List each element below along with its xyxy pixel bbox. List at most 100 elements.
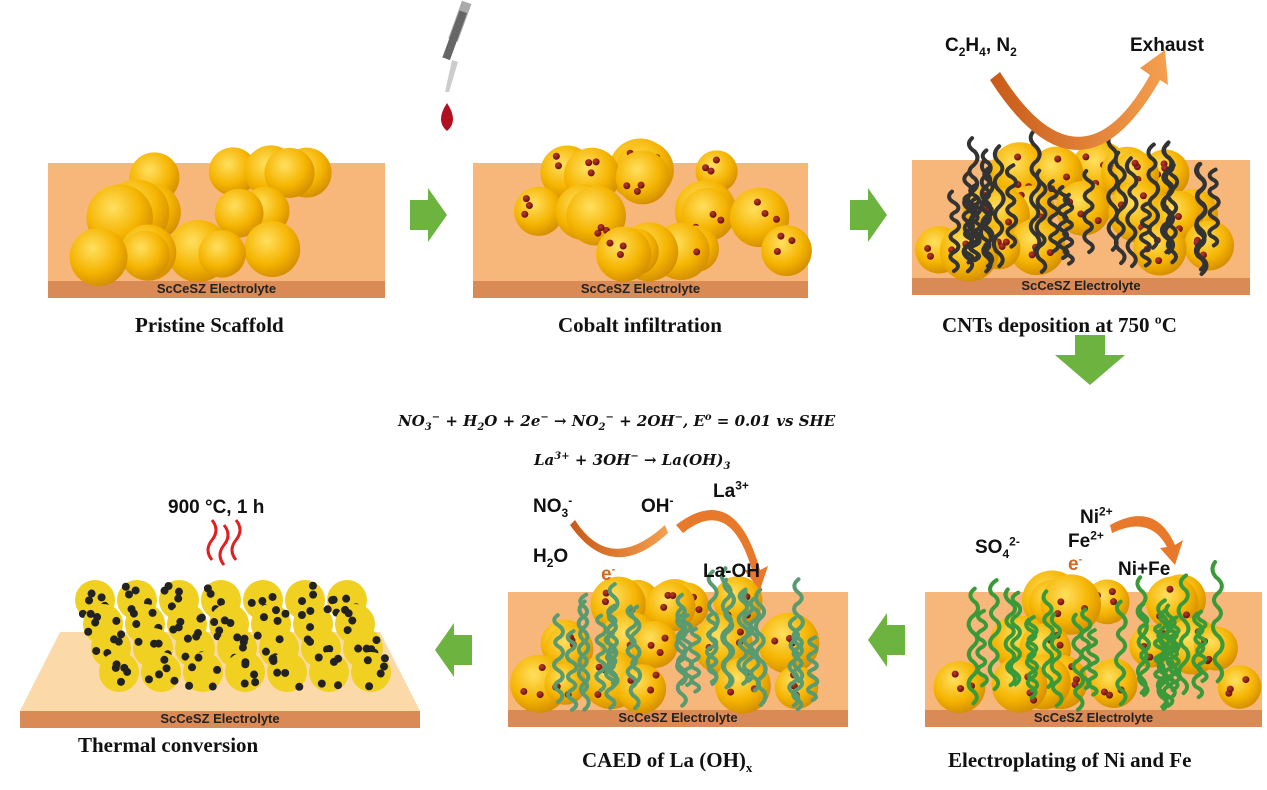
carbon-fragment (365, 682, 374, 691)
nanotube (1194, 162, 1209, 276)
nanotube (1003, 587, 1017, 688)
water-label: H2O (533, 546, 569, 569)
cobalt-particle (1205, 655, 1213, 663)
carbon-fragment (192, 632, 201, 641)
text-fragment: − (630, 451, 639, 462)
nanotube (1124, 156, 1139, 269)
carbon-fragment (380, 654, 389, 663)
carbon-fragment (372, 636, 381, 645)
carbon-fragment (250, 670, 259, 679)
cobalt-particle (595, 663, 603, 671)
nanotube (981, 165, 995, 269)
carbon-fragment (150, 639, 159, 648)
carbon-fragment (206, 589, 215, 598)
nanotube (594, 613, 608, 693)
nanotube (688, 626, 702, 694)
converted-particle (351, 652, 391, 692)
cobalt-particle (538, 664, 546, 672)
cobalt-particle (777, 232, 785, 240)
text-fragment: H (533, 546, 547, 567)
scaffold-particle (208, 147, 258, 196)
carbon-fragment (297, 611, 306, 620)
cobalt-particle (594, 691, 602, 699)
carbon-fragment (148, 608, 157, 617)
carbon-fragment (342, 594, 351, 603)
text-fragment: 2 (958, 44, 966, 59)
cobalt-particle (998, 243, 1006, 251)
carbon-fragment (91, 618, 100, 627)
nanotube (791, 577, 805, 684)
carbon-fragment (162, 664, 171, 673)
carbon-fragment (167, 602, 176, 611)
cobalt-particle (1226, 685, 1234, 693)
carbon-fragment (328, 596, 337, 605)
nanotube (991, 144, 1006, 269)
carbon-fragment (379, 662, 388, 671)
gas-input-label: C2H4, N2 (945, 36, 1017, 58)
equation-la-hydroxide: La3+ + 3OH− → La(OH)3 (534, 451, 730, 472)
cobalt-particle (554, 162, 562, 170)
electron-label: e- (601, 564, 615, 584)
cobalt-particle (587, 169, 595, 177)
cobalt-particle (1108, 588, 1116, 596)
cobalt-particle (702, 164, 710, 172)
cobalt-particle (1131, 159, 1139, 167)
cobalt-particle (1139, 192, 1147, 200)
carbon-fragment (129, 609, 138, 618)
electrolyte-strip (912, 278, 1250, 295)
nanotube (1207, 167, 1221, 248)
cobalt-particle (693, 248, 701, 256)
carbon-fragment (121, 582, 130, 591)
cobalt-particle (1182, 611, 1190, 619)
cobalt-particle (637, 181, 645, 189)
scaffold-particle (615, 150, 670, 205)
nanotube (1028, 129, 1042, 253)
nanotube (1138, 201, 1152, 268)
text-fragment: 2 (598, 422, 606, 433)
step-label-cobalt: Cobalt infiltration (558, 313, 722, 337)
electrolyte-label: ScCeSZ Electrolyte (1033, 710, 1154, 725)
cobalt-particle (1054, 610, 1062, 618)
nanotube (947, 189, 962, 274)
carbon-fragment (306, 637, 315, 646)
step-label-caed: CAED of La (OH)x (582, 748, 752, 774)
cobalt-particle (592, 158, 600, 166)
cobalt-particle (727, 688, 735, 696)
cobalt-particle (552, 152, 560, 160)
nanotube (1079, 607, 1093, 691)
cobalt-particle (633, 187, 641, 195)
text-fragment: Fe (1068, 531, 1091, 552)
electrolyte-strip (925, 710, 1262, 727)
process-arrow-down (1055, 335, 1125, 385)
cobalt-particle (1242, 676, 1250, 684)
scaffold-particle (1090, 660, 1138, 708)
scaffold-particle (544, 662, 587, 705)
nanotube (1159, 142, 1174, 255)
cobalt-particle (1056, 641, 1064, 649)
cobalt-particle (957, 685, 965, 693)
text-fragment: O (553, 546, 569, 567)
carbon-fragment (295, 682, 304, 691)
electrolyte-strip (508, 710, 848, 727)
carbon-fragment (323, 605, 332, 614)
scaffold-particle (69, 227, 128, 286)
caed-label-main: CAED of La (OH) (582, 748, 746, 772)
carbon-fragment (273, 616, 282, 625)
text-fragment: − (431, 412, 441, 423)
nanotube (961, 193, 975, 265)
la-oh-label: La-OH (703, 561, 760, 582)
electron-label: e- (1068, 554, 1082, 574)
sulfate-label: SO42- (975, 536, 1020, 560)
scaffold-particle (616, 664, 667, 714)
nanotube (1195, 609, 1209, 683)
nanotube (966, 586, 980, 706)
cobalt-particle (772, 215, 780, 223)
cobalt-particle (1106, 691, 1114, 699)
cobalt-particle (647, 686, 655, 694)
carbon-fragment (273, 668, 282, 677)
cobalt-particle (771, 637, 779, 645)
text-fragment: 3+ (735, 478, 749, 493)
scaffold-particle (631, 620, 679, 669)
pipette-icon (441, 0, 472, 131)
